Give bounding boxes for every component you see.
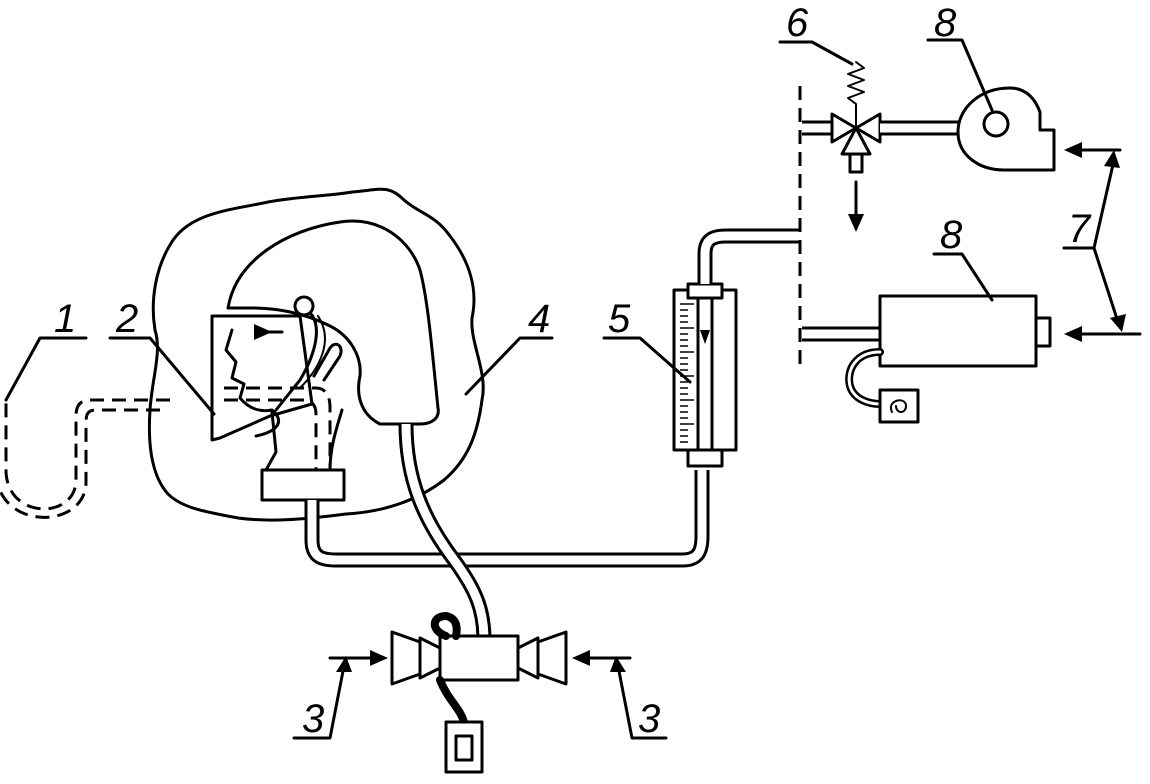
label-3-left: 3 — [302, 697, 324, 741]
leader-5 — [602, 336, 692, 384]
motor-symbol-icon — [889, 399, 907, 413]
left-filter — [390, 630, 422, 686]
exhaust-pipe — [304, 470, 710, 568]
leader-4 — [464, 336, 554, 396]
blower-cable-loop — [430, 612, 461, 640]
label-7: 7 — [1068, 207, 1092, 251]
blower-motor-box — [444, 720, 484, 774]
blower-left-coupler — [418, 636, 442, 680]
visor-hinge-inner — [299, 315, 326, 389]
neck-collar — [260, 468, 346, 502]
supply-pipe — [398, 423, 492, 641]
leader-3b — [616, 664, 668, 740]
label-8-fan: 8 — [934, 1, 957, 45]
probe-tube-outer — [4, 398, 170, 511]
leader-7-arrow-top-icon — [1104, 150, 1120, 168]
probe-tube-inner — [0, 408, 160, 519]
flowmeter-top-cap — [686, 282, 724, 300]
leader-3b-arrow-icon — [610, 656, 626, 672]
left-intake-arrow-icon — [370, 650, 388, 666]
blower-right-coupler — [516, 636, 540, 680]
pump-cable — [845, 348, 884, 408]
valve-body-left — [830, 112, 858, 144]
leader-1 — [4, 336, 88, 402]
label-2: 2 — [115, 297, 138, 341]
helmet-clip — [312, 342, 343, 382]
visor — [210, 314, 314, 442]
helmet-hood — [226, 219, 440, 426]
pump-inlet — [1034, 316, 1052, 348]
leader-6 — [778, 40, 854, 66]
fan-impeller — [982, 110, 1010, 138]
label-4: 4 — [528, 297, 550, 341]
leader-3a — [292, 664, 346, 740]
flowmeter-scale — [680, 303, 694, 443]
vent-arrow-icon — [848, 214, 864, 232]
right-filter — [536, 630, 568, 686]
right-intake-arrow-icon — [572, 650, 590, 666]
exposure-chamber — [147, 187, 485, 522]
label-6: 6 — [786, 1, 809, 45]
blower-unit — [438, 634, 520, 682]
leader-3a-arrow-icon — [336, 656, 352, 672]
leader-8b — [932, 252, 994, 302]
label-3-right: 3 — [638, 697, 660, 741]
valve-spring — [847, 61, 865, 129]
leader-2 — [108, 336, 216, 416]
valve-stem — [848, 152, 864, 174]
pump-intake-arrow-icon — [1064, 326, 1082, 342]
internal-duct — [224, 386, 332, 470]
hinge-pivot — [293, 295, 315, 317]
pump-motor-box — [878, 388, 920, 424]
fan-intake-arrow-icon — [1064, 142, 1082, 158]
leader-7-bottom — [1092, 246, 1120, 324]
leader-7-arrow-bottom-icon — [1110, 314, 1126, 332]
flowmeter-outlet-pipe — [697, 228, 800, 284]
blower-switch — [454, 734, 474, 762]
face-profile — [224, 328, 280, 438]
label-8-pump: 8 — [940, 213, 963, 257]
flowmeter-bottom-cap — [686, 448, 724, 468]
leader-8a — [926, 38, 994, 112]
label-1: 1 — [54, 297, 76, 341]
flowmeter-float — [700, 330, 710, 344]
label-5: 5 — [608, 297, 631, 341]
pump-unit — [878, 294, 1038, 368]
internal-duct-2 — [224, 398, 318, 470]
blower-cable — [436, 676, 468, 726]
